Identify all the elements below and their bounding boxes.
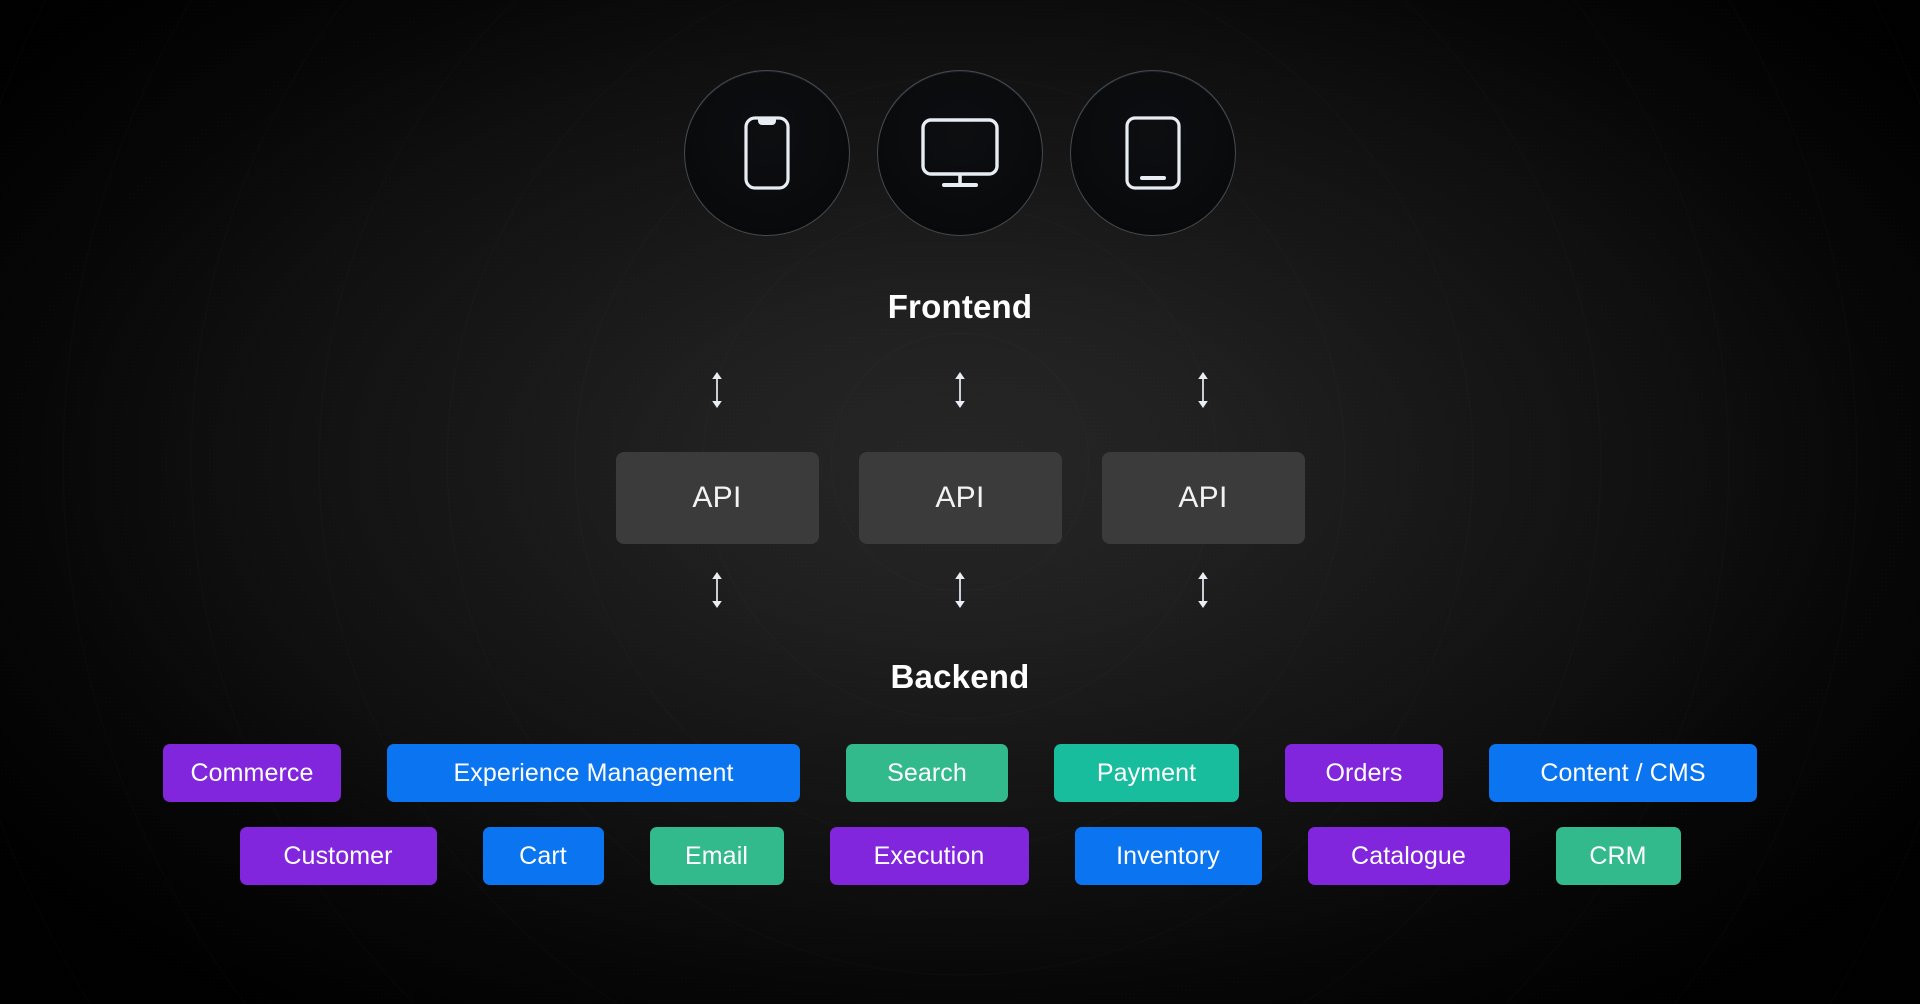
connector-arrow-slot [1082,370,1325,410]
double-arrow-vertical-icon [952,570,968,610]
double-arrow-vertical-icon [1195,370,1211,410]
double-arrow-vertical-icon [1195,570,1211,610]
connector-arrow-slot [839,370,1082,410]
service-tag-content-cms[interactable]: Content / CMS [1489,744,1757,802]
device-circle-tablet [1070,70,1236,236]
device-circle-desktop-monitor [877,70,1043,236]
service-tag-orders[interactable]: Orders [1285,744,1443,802]
double-arrow-vertical-icon [709,570,725,610]
service-tag-experience-management[interactable]: Experience Management [387,744,800,802]
api-box[interactable]: API [858,452,1062,544]
device-circle-mobile-phone [684,70,850,236]
service-tag-execution[interactable]: Execution [829,827,1029,885]
double-arrow-vertical-icon [709,370,725,410]
connector-arrow-row-bottom [0,570,1920,610]
connector-arrow-slot [596,370,839,410]
backend-service-row-1: Commerce Experience Management Search Pa… [0,744,1920,802]
connector-arrow-row-top [0,370,1920,410]
service-tag-email[interactable]: Email [649,827,784,885]
mobile-phone-icon [743,115,791,191]
service-tag-search[interactable]: Search [846,744,1008,802]
double-arrow-vertical-icon [952,370,968,410]
connector-arrow-slot [1082,570,1325,610]
api-box[interactable]: API [615,452,819,544]
backend-section-title: Backend [890,658,1030,695]
api-box[interactable]: API [1101,452,1305,544]
backend-service-row-2: Customer Cart Email Execution Inventory … [0,827,1920,885]
service-tag-crm[interactable]: CRM [1555,827,1681,885]
service-tag-cart[interactable]: Cart [482,827,604,885]
connector-arrow-slot [839,570,1082,610]
tablet-icon [1124,115,1182,191]
frontend-section-title: Frontend [887,288,1033,325]
service-tag-inventory[interactable]: Inventory [1074,827,1262,885]
service-tag-payment[interactable]: Payment [1054,744,1239,802]
desktop-monitor-icon [920,117,1000,189]
service-tag-catalogue[interactable]: Catalogue [1307,827,1510,885]
frontend-device-row [0,70,1920,236]
service-tag-customer[interactable]: Customer [239,827,437,885]
service-tag-commerce[interactable]: Commerce [163,744,341,802]
api-layer-row: API API API [0,452,1920,544]
connector-arrow-slot [596,570,839,610]
